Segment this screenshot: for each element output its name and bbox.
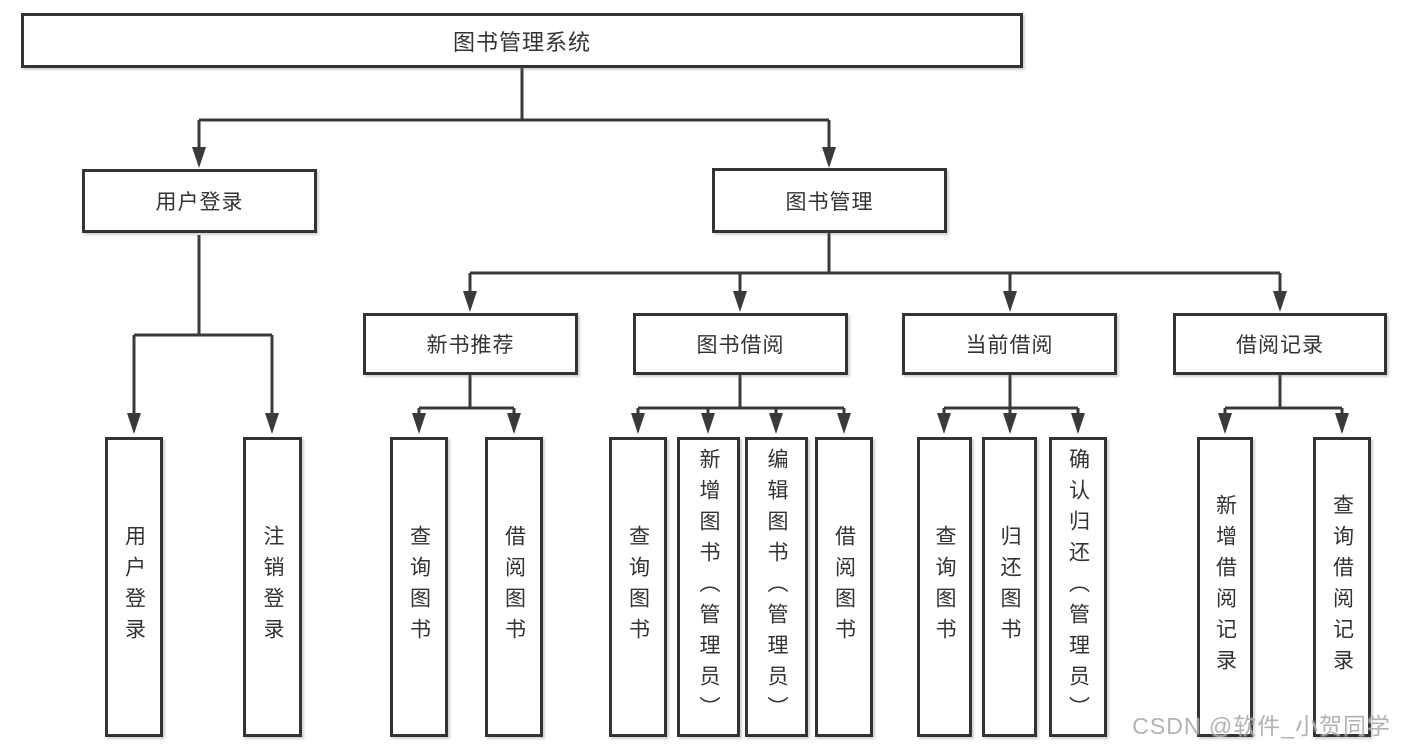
leaf-borrow-borrow-label: 借阅图书 bbox=[832, 525, 856, 649]
leaf-current-return: 归还图书 bbox=[982, 437, 1037, 737]
leaf-borrow-query: 查询图书 bbox=[609, 437, 667, 737]
leaf-newbooks-query-label: 查询图书 bbox=[407, 525, 431, 649]
node-current-borrow-label: 当前借阅 bbox=[965, 334, 1054, 357]
leaf-newbooks-borrow-label: 借阅图书 bbox=[502, 525, 526, 649]
arrowheads bbox=[127, 147, 1349, 434]
connector-lines bbox=[132, 68, 1344, 416]
leaf-records-query-label: 查询借阅记录 bbox=[1330, 494, 1354, 680]
node-new-books-label: 新书推荐 bbox=[426, 334, 515, 357]
leaf-current-return-label: 归还图书 bbox=[998, 525, 1021, 649]
leaf-logout-label: 注销登录 bbox=[261, 525, 284, 649]
leaf-borrow-edit-label: 编辑图书（管理员） bbox=[765, 447, 788, 727]
leaf-current-query: 查询图书 bbox=[917, 437, 972, 737]
leaf-borrow-add-label: 新增图书（管理员） bbox=[697, 447, 720, 727]
leaf-records-add-label: 新增借阅记录 bbox=[1213, 494, 1237, 680]
node-book-borrow-label: 图书借阅 bbox=[696, 334, 785, 357]
leaf-borrow-add: 新增图书（管理员） bbox=[677, 437, 740, 737]
leaf-user-login-label: 用户登录 bbox=[122, 525, 146, 649]
leaf-borrow-borrow: 借阅图书 bbox=[815, 437, 873, 737]
node-book-management-label: 图书管理 bbox=[785, 190, 874, 214]
node-root: 图书管理系统 bbox=[21, 13, 1023, 68]
node-user-login-label: 用户登录 bbox=[155, 191, 244, 214]
node-new-books: 新书推荐 bbox=[363, 313, 578, 375]
leaf-newbooks-query: 查询图书 bbox=[390, 437, 448, 737]
leaf-borrow-edit: 编辑图书（管理员） bbox=[745, 437, 808, 737]
leaf-borrow-query-label: 查询图书 bbox=[626, 525, 650, 649]
node-borrow-records-label: 借阅记录 bbox=[1236, 334, 1324, 357]
leaf-current-confirm-label: 确认归还（管理员） bbox=[1066, 447, 1090, 727]
watermark: CSDN @软件_小贺同学 bbox=[1132, 713, 1391, 739]
leaf-logout: 注销登录 bbox=[243, 437, 302, 737]
leaf-current-query-label: 查询图书 bbox=[933, 525, 956, 649]
leaf-records-add: 新增借阅记录 bbox=[1197, 437, 1253, 737]
node-borrow-records: 借阅记录 bbox=[1173, 313, 1387, 375]
leaf-records-query: 查询借阅记录 bbox=[1313, 437, 1371, 737]
leaf-newbooks-borrow: 借阅图书 bbox=[485, 437, 543, 737]
node-user-login: 用户登录 bbox=[82, 169, 317, 233]
leaf-current-confirm: 确认归还（管理员） bbox=[1049, 437, 1107, 737]
node-current-borrow: 当前借阅 bbox=[902, 313, 1117, 375]
leaf-user-login: 用户登录 bbox=[105, 437, 163, 737]
node-book-management: 图书管理 bbox=[712, 168, 947, 233]
node-book-borrow: 图书借阅 bbox=[633, 313, 848, 375]
node-root-label: 图书管理系统 bbox=[452, 29, 591, 55]
